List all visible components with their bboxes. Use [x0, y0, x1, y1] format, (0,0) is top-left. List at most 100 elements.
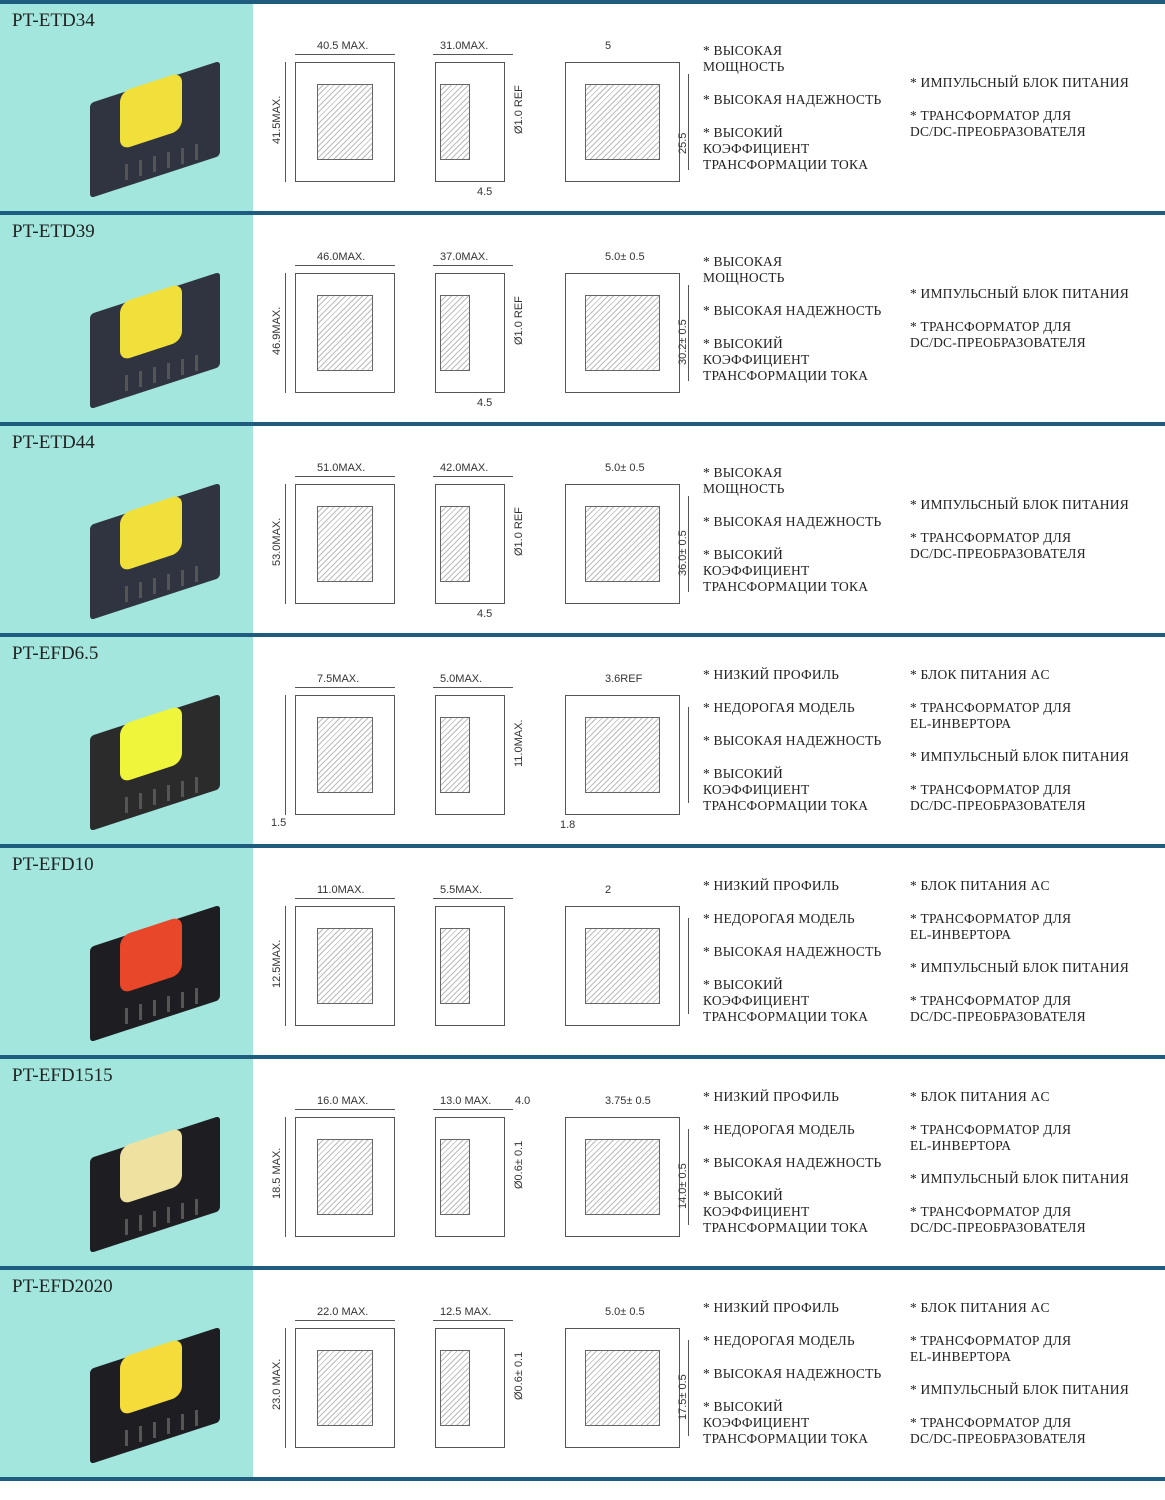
dimension-line — [285, 62, 286, 182]
dimension-label-front-left: 46.9MAX. — [271, 306, 283, 355]
application-item: * БЛОК ПИТАНИЯ AC — [910, 878, 1050, 893]
product-name: PT-EFD10 — [12, 854, 94, 875]
application-item: * ТРАНСФОРМАТОР ДЛЯ DC/DC-ПРЕОБРАЗОВАТЕЛ… — [910, 782, 1086, 813]
side-view-core — [440, 506, 470, 582]
feature-item: * ВЫСОКАЯ НАДЕЖНОСТЬ — [703, 1366, 882, 1381]
dimension-label-back-top: 3.75± 0.5 — [605, 1095, 651, 1107]
application-item: * ТРАНСФОРМАТОР ДЛЯ EL-ИНВЕРТОРА — [910, 911, 1072, 942]
dimension-label-front-top: 46.0MAX. — [317, 251, 366, 263]
features-list: * НИЗКИЙ ПРОФИЛЬ* НЕДОРОГАЯ МОДЕЛЬ* ВЫСО… — [703, 1059, 903, 1266]
transformer-pin — [125, 1430, 128, 1446]
dimension-label-front-left: 12.5MAX. — [271, 939, 283, 988]
feature-item: * НИЗКИЙ ПРОФИЛЬ — [703, 1089, 840, 1104]
dimension-line — [433, 265, 513, 266]
dimension-label-front-left: 18.5 MAX. — [271, 1147, 283, 1199]
dimension-label-front-bottom: 1.5 — [271, 817, 287, 829]
transformer-pin — [125, 586, 128, 602]
dimension-label-back-right: 17.5± 0.5 — [677, 1374, 689, 1420]
dimension-label-back-top: 5.0± 0.5 — [605, 1306, 645, 1318]
dimension-label-side-top: 37.0MAX. — [440, 251, 489, 263]
transformer-pin — [139, 1004, 142, 1020]
transformer-pin — [139, 371, 142, 387]
side-view-core — [440, 84, 470, 160]
features-list: * НИЗКИЙ ПРОФИЛЬ* НЕДОРОГАЯ МОДЕЛЬ* ВЫСО… — [703, 637, 903, 844]
dimension-line — [295, 1320, 395, 1321]
feature-item: * ВЫСОКИЙ КОЭФФИЦИЕНТ ТРАНСФОРМАЦИИ ТОКА — [703, 1188, 869, 1235]
feature-item: * ВЫСОКИЙ КОЭФФИЦИЕНТ ТРАНСФОРМАЦИИ ТОКА — [703, 124, 869, 172]
feature-item: * ВЫСОКАЯ МОЩНОСТЬ — [703, 42, 785, 74]
applications-list: * БЛОК ПИТАНИЯ AC * ТРАНСФОРМАТОР ДЛЯ EL-… — [910, 848, 1150, 1055]
dimension-label-side-top: 5.0MAX. — [440, 673, 483, 685]
dimension-line — [295, 265, 395, 266]
dimension-line — [295, 54, 395, 55]
row-separator — [0, 211, 1165, 215]
dimension-line — [285, 906, 286, 1026]
side-view-core — [440, 717, 470, 793]
dimension-label-back-right: 25.5 — [677, 132, 689, 154]
dimension-label-back-top: 2 — [605, 884, 612, 896]
dimension-label-side-top: 5.5MAX. — [440, 884, 483, 896]
feature-item: * ВЫСОКАЯ НАДЕЖНОСТЬ — [703, 302, 882, 318]
product-image — [80, 474, 230, 624]
application-item: * ТРАНСФОРМАТОР ДЛЯ DC/DC-ПРЕОБРАЗОВАТЕЛ… — [910, 530, 1086, 561]
transformer-pin — [153, 1422, 156, 1438]
dimension-label-side-right: Ø1.0 REF — [513, 85, 525, 134]
feature-item: * НЕДОРОГАЯ МОДЕЛЬ — [703, 1333, 855, 1348]
transformer-pin — [181, 359, 184, 375]
application-item: * ИМПУЛЬСНЫЙ БЛОК ПИТАНИЯ — [910, 286, 1129, 301]
transformer-pin — [125, 375, 128, 391]
dimension-label-side-bottom: 4.5 — [477, 608, 493, 620]
transformer-pin — [195, 144, 198, 160]
transformer-pin — [167, 152, 170, 168]
transformer-pin — [167, 1418, 170, 1434]
product-image — [80, 52, 230, 202]
bottom-view-core — [585, 506, 660, 582]
row-separator — [0, 1266, 1165, 1270]
feature-item: * ВЫСОКАЯ МОЩНОСТЬ — [703, 253, 785, 285]
dimension-line — [295, 898, 395, 899]
transformer-pin — [125, 797, 128, 813]
dimension-label-back-top: 5.0± 0.5 — [605, 462, 645, 474]
applications-list: * БЛОК ПИТАНИЯ AC* ТРАНСФОРМАТОР ДЛЯ EL-… — [910, 1270, 1150, 1477]
dimension-label-side-right: Ø1.0 REF — [513, 296, 525, 345]
feature-item: * ВЫСОКАЯ НАДЕЖНОСТЬ — [703, 944, 882, 959]
dimension-label-side-top: 12.5 MAX. — [440, 1306, 492, 1318]
dimension-label-side-right: 11.0MAX. — [513, 719, 525, 768]
transformer-pin — [195, 355, 198, 371]
transformer-pin — [153, 1211, 156, 1227]
product-image — [80, 1318, 230, 1468]
dimension-line — [433, 54, 513, 55]
bottom-view-core — [585, 928, 660, 1004]
transformer-pin — [153, 367, 156, 383]
dimension-label-front-top: 16.0 MAX. — [317, 1095, 369, 1107]
feature-item: * ВЫСОКИЙ КОЭФФИЦИЕНТ ТРАНСФОРМАЦИИ ТОКА — [703, 1399, 869, 1446]
dimension-label-side-right: Ø1.0 REF — [513, 507, 525, 556]
applications-list: * БЛОК ПИТАНИЯ AC* ТРАНСФОРМАТОР ДЛЯ EL-… — [910, 1059, 1150, 1266]
application-item: * ТРАНСФОРМАТОР ДЛЯ EL-ИНВЕРТОРА — [910, 1122, 1072, 1153]
application-item: * ИМПУЛЬСНЫЙ БЛОК ПИТАНИЯ — [910, 75, 1129, 90]
row-separator — [0, 633, 1165, 637]
bottom-view-core — [585, 295, 660, 371]
application-item: * ТРАНСФОРМАТОР ДЛЯ DC/DC-ПРЕОБРАЗОВАТЕЛ… — [910, 993, 1086, 1024]
transformer-pin — [125, 1219, 128, 1235]
dimension-label-side-right: Ø0.6± 0.1 — [513, 1140, 525, 1189]
transformer-pin — [195, 566, 198, 582]
dimension-label-side-top: 13.0 MAX. — [440, 1095, 492, 1107]
dimension-label-side-top: 42.0MAX. — [440, 462, 489, 474]
application-item: * ТРАНСФОРМАТОР ДЛЯ DC/DC-ПРЕОБРАЗОВАТЕЛ… — [910, 1204, 1086, 1235]
side-view-core — [440, 1139, 470, 1215]
front-view-core — [317, 928, 373, 1004]
features-list: * ВЫСОКАЯ МОЩНОСТЬ* ВЫСОКАЯ НАДЕЖНОСТЬ* … — [703, 4, 903, 211]
transformer-pin — [195, 777, 198, 793]
row-separator — [0, 1055, 1165, 1059]
dimension-label-side-top-right: 4.0 — [515, 1095, 531, 1107]
dimension-line — [688, 1129, 689, 1225]
application-item: * ТРАНСФОРМАТОР ДЛЯ EL-ИНВЕРТОРА — [910, 700, 1072, 731]
feature-item: * НИЗКИЙ ПРОФИЛЬ — [703, 1300, 840, 1315]
bottom-view-core — [585, 717, 660, 793]
product-image — [80, 896, 230, 1046]
